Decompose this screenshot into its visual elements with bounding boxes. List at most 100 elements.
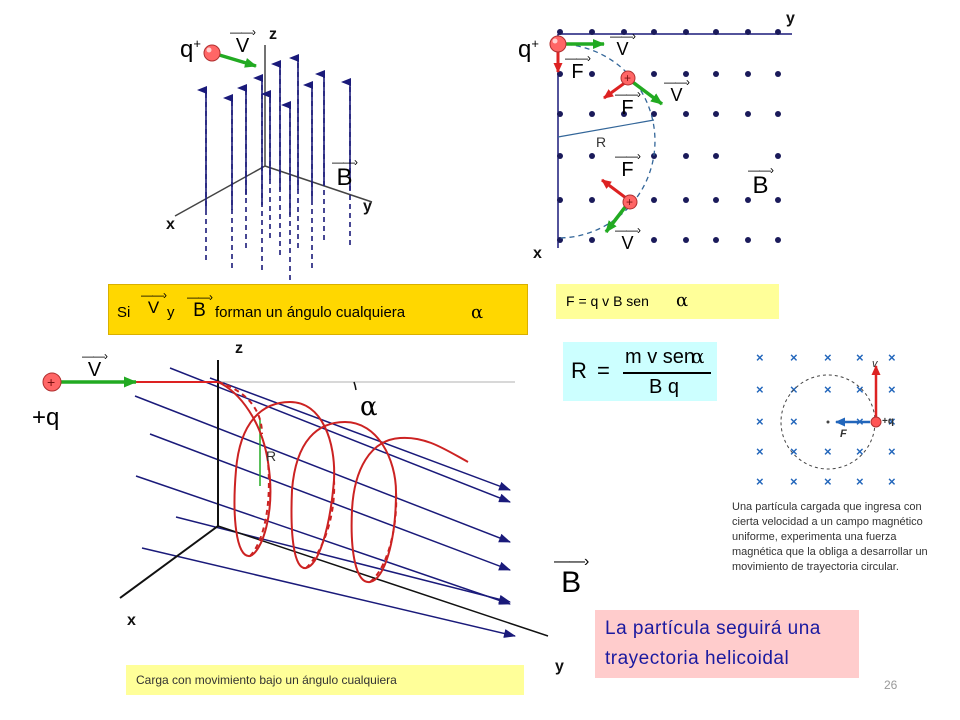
fig3-axis-x-line — [119, 525, 219, 599]
fig1-field-label: ——›B — [332, 155, 358, 191]
fig2-axis-y-label: y — [786, 10, 795, 27]
svg-text:×: × — [856, 382, 864, 397]
fig3-radius-label: R — [266, 448, 277, 464]
fig1-axis-x-label: x — [166, 216, 175, 233]
angle-statement-box: Si ——›V y ——›B forman un ángulo cualquie… — [108, 284, 528, 335]
angle-prefix: Si — [117, 304, 131, 321]
helix-conclusion-line1: La partícula seguirá una — [605, 618, 821, 639]
angle-conjunction: y — [167, 304, 175, 321]
radius-formula-fraction-bar — [623, 372, 711, 374]
angle-alpha: α — [471, 302, 484, 323]
fig4-charge-label: +q — [882, 416, 894, 427]
svg-text:×: × — [756, 382, 764, 397]
svg-text:×: × — [888, 474, 896, 489]
fig3-field-lines — [134, 367, 516, 638]
force-formula-text: F = q v B sen — [566, 293, 649, 309]
fig2-charge-bottom — [622, 194, 638, 210]
fig4-caption-line: movimiento de trayectoria circular. — [732, 561, 899, 573]
bottom-caption-text: Carga con movimiento bajo un ángulo cual… — [136, 673, 397, 687]
svg-text:×: × — [856, 474, 864, 489]
force-formula-alpha: α — [676, 290, 689, 311]
svg-text:×: × — [856, 350, 864, 365]
fig1-field-lines — [197, 54, 351, 280]
svg-text:×: × — [756, 350, 764, 365]
radius-formula-numerator: m v sen — [625, 346, 696, 368]
fig2-charge-middle — [620, 70, 636, 86]
fig2-force-label-middle: ——›F — [615, 87, 641, 119]
fig4-caption-line: magnética que la obliga a desarrollar un — [732, 546, 928, 558]
fig4-caption: Una partícula cargada que ingresa con ci… — [732, 500, 932, 575]
angle-field-symbol: ——›B — [187, 290, 213, 321]
fig1-axis-y-line — [264, 165, 373, 203]
svg-text:×: × — [790, 444, 798, 459]
svg-text:×: × — [888, 444, 896, 459]
fig2-velocity-label-bottom: ——›V — [615, 223, 641, 253]
radius-formula-alpha: α — [691, 344, 705, 368]
fig2-charge-top — [549, 35, 567, 53]
fig3-helix-path — [217, 381, 469, 584]
svg-text:×: × — [824, 350, 832, 365]
fig1-charge-sphere — [203, 44, 221, 62]
fig3-axis-y-label: y — [555, 658, 564, 675]
svg-text:+: + — [47, 374, 55, 390]
fig3-axis-z-label: z — [235, 340, 243, 357]
fig3-velocity-label: ——›V — [82, 349, 108, 381]
fig2-radius-line — [557, 119, 655, 138]
fig2-field-label: ——›B — [748, 163, 774, 199]
fig3-alpha-arc — [353, 381, 357, 391]
helix-conclusion-line2: trayectoria helicoidal — [605, 648, 790, 669]
svg-text:×: × — [824, 444, 832, 459]
radius-formula-equals: = — [597, 358, 610, 383]
fig2-charge-label: q+ — [518, 36, 539, 63]
fig1-charge-label: q+ — [180, 36, 201, 63]
fig4-caption-line: Una partícula cargada que ingresa con — [732, 501, 922, 513]
svg-text:×: × — [824, 382, 832, 397]
helix-conclusion-box: La partícula seguirá una trayectoria hel… — [595, 610, 859, 678]
fig2-force-label-bottom: ——›F — [615, 149, 641, 181]
svg-text:×: × — [790, 474, 798, 489]
fig2-circular-path — [557, 43, 656, 239]
fig2-velocity-label-top: ——›V — [610, 29, 636, 59]
force-formula-box: F = q v B sen α — [556, 284, 779, 319]
fig2-velocity-label-middle: ——›V — [664, 75, 690, 105]
fig3-charge-label: +q — [32, 404, 60, 431]
radius-formula-denominator: B q — [649, 376, 680, 398]
fig2-field-dots — [557, 29, 781, 243]
fig1-axis-z-label: z — [269, 26, 277, 43]
svg-text:×: × — [888, 382, 896, 397]
fig3-charge-sphere — [42, 372, 62, 392]
fig3-axis-x-label: x — [127, 612, 136, 629]
fig2-force-label-top: ——›F — [565, 51, 591, 83]
fig3-field-label: ——›B — [554, 553, 589, 599]
fig4-caption-line: uniforme, experimenta una fuerza — [732, 531, 897, 543]
angle-suffix: forman un ángulo cualquiera — [215, 304, 406, 321]
svg-text:×: × — [756, 444, 764, 459]
svg-text:×: × — [856, 444, 864, 459]
fig1-velocity-label: ——›V — [230, 25, 256, 57]
svg-text:×: × — [888, 350, 896, 365]
radius-formula-box: R = m v sen α B q — [563, 342, 717, 401]
svg-text:×: × — [790, 414, 798, 429]
fig3-axis-y-line — [217, 525, 549, 637]
svg-text:×: × — [888, 414, 896, 429]
fig4-diagram: ××××× ××××× ×××× ××××× ××××× — [756, 350, 896, 489]
page-number: 26 — [884, 678, 898, 692]
bottom-caption-box: Carga con movimiento bajo un ángulo cual… — [126, 665, 524, 695]
fig1-axis-x-line — [174, 165, 266, 217]
svg-text:×: × — [790, 350, 798, 365]
angle-velocity-symbol: ——›V — [141, 288, 167, 317]
fig2-radius-label: R — [596, 134, 607, 150]
svg-text:×: × — [790, 382, 798, 397]
svg-text:×: × — [756, 414, 764, 429]
fig1-velocity-arrow — [215, 52, 257, 68]
svg-text:+: + — [626, 195, 633, 209]
svg-text:×: × — [824, 474, 832, 489]
fig3-diagram: + — [42, 360, 549, 638]
fig4-velocity-label: v — [872, 358, 878, 370]
svg-text:×: × — [756, 474, 764, 489]
fig4-charge-sphere — [870, 416, 882, 428]
radius-formula-lhs: R — [571, 358, 587, 383]
fig4-force-label: F — [840, 428, 847, 440]
fig1-axis-y-label: y — [363, 198, 372, 215]
fig4-caption-line: cierta velocidad a un campo magnético — [732, 516, 923, 528]
